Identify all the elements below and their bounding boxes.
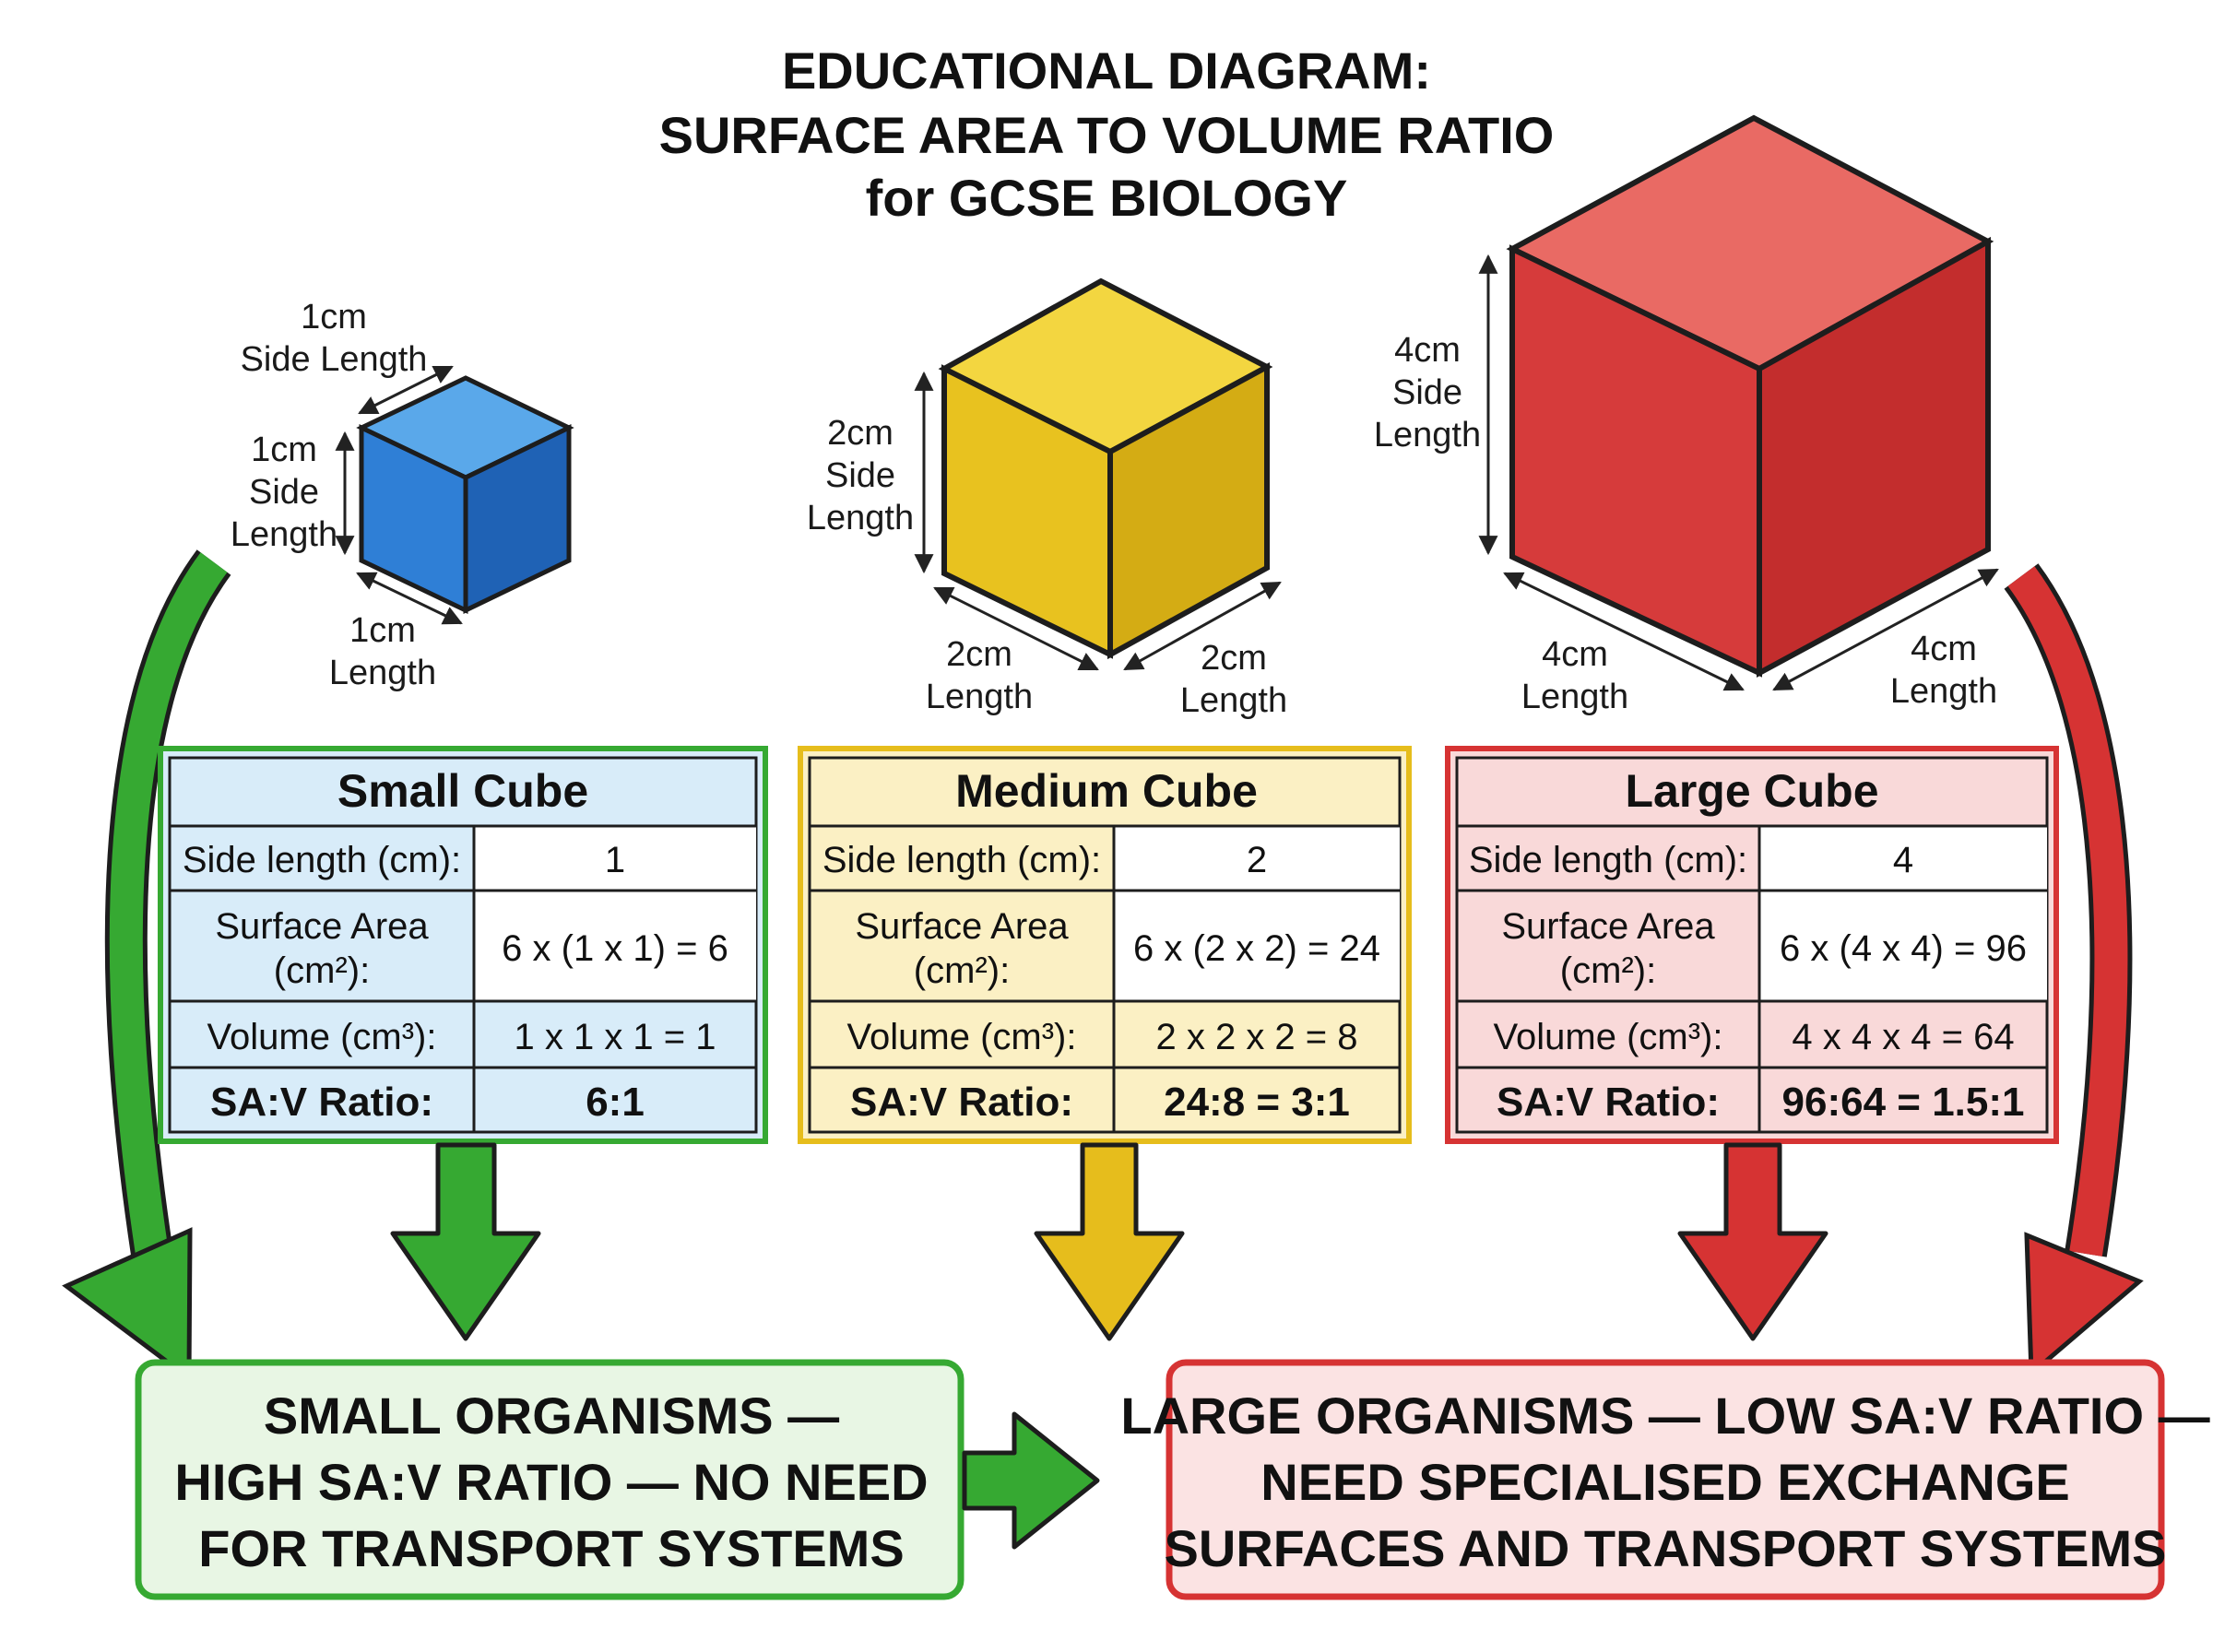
medium-cube-table: Medium Cube Side length (cm): 2 Surface … bbox=[798, 746, 1412, 1144]
small-outcome-line-3: FOR TRANSPORT SYSTEMS bbox=[198, 1519, 904, 1577]
medium-down-arrow bbox=[1034, 1142, 1185, 1341]
medium-bottom-left-dim-2: Length bbox=[926, 678, 1033, 716]
medium-left-dim-1: 2cm bbox=[827, 414, 893, 453]
large-left-dim-2: Side bbox=[1392, 373, 1462, 412]
large-cube-right bbox=[1757, 236, 1991, 678]
large-cube-table: Large Cube Side length (cm): 4 Surface A… bbox=[1445, 746, 2059, 1144]
small-side-label: Side length (cm): bbox=[183, 840, 461, 880]
medium-vol-value: 2 x 2 x 2 = 8 bbox=[1155, 1017, 1357, 1057]
large-left-dim-3: Length bbox=[1374, 416, 1481, 454]
small-cube-dimensions: 1cm Side Length 1cm Side Length 1cm Leng… bbox=[231, 298, 463, 692]
medium-bottom-right-dim-1: 2cm bbox=[1201, 639, 1267, 678]
right-curved-arrow bbox=[2004, 563, 2144, 1379]
small-bottom-dim-1: 1cm bbox=[349, 611, 416, 650]
small-ratio-value: 6:1 bbox=[586, 1080, 645, 1125]
small-cube-right bbox=[463, 424, 572, 614]
small-vol-label: Volume (cm³): bbox=[207, 1017, 437, 1057]
medium-left-dim-3: Length bbox=[807, 499, 914, 537]
large-bottom-right-dim-2: Length bbox=[1890, 672, 1997, 711]
large-table-heading: Large Cube bbox=[1625, 765, 1878, 817]
medium-bottom-right-dim-2: Length bbox=[1180, 681, 1287, 720]
medium-bottom-left-dim-1: 2cm bbox=[946, 635, 1012, 674]
medium-sa-value: 6 x (2 x 2) = 24 bbox=[1133, 928, 1380, 969]
small-side-value: 1 bbox=[605, 840, 625, 880]
large-sa-value: 6 x (4 x 4) = 96 bbox=[1780, 928, 2027, 969]
title-line-1: EDUCATIONAL DIAGRAM: bbox=[782, 41, 1431, 100]
large-outcome-line-1: LARGE ORGANISMS — LOW SA:V RATIO — bbox=[1120, 1386, 2209, 1445]
large-vol-label: Volume (cm³): bbox=[1494, 1017, 1723, 1057]
medium-vol-label: Volume (cm³): bbox=[847, 1017, 1077, 1057]
small-top-dim-1: 1cm bbox=[301, 298, 367, 336]
small-sa-label-2: (cm²): bbox=[274, 950, 370, 991]
small-left-dim-1: 1cm bbox=[251, 431, 317, 469]
small-vol-value: 1 x 1 x 1 = 1 bbox=[514, 1017, 716, 1057]
large-side-label: Side length (cm): bbox=[1469, 840, 1747, 880]
small-cube bbox=[356, 375, 574, 614]
medium-side-value: 2 bbox=[1247, 840, 1267, 880]
title-line-3: for GCSE BIOLOGY bbox=[866, 169, 1348, 227]
large-ratio-value: 96:64 = 1.5:1 bbox=[1782, 1080, 2025, 1125]
small-table-heading: Small Cube bbox=[337, 765, 588, 817]
medium-left-dim-2: Side bbox=[825, 456, 895, 495]
small-organisms-box: SMALL ORGANISMS — HIGH SA:V RATIO — NO N… bbox=[135, 1359, 964, 1600]
left-curved-arrow bbox=[62, 549, 231, 1383]
small-ratio-label: SA:V Ratio: bbox=[210, 1080, 433, 1125]
small-outcome-line-1: SMALL ORGANISMS — bbox=[264, 1386, 839, 1445]
medium-sa-label-2: (cm²): bbox=[914, 950, 1010, 991]
medium-ratio-label: SA:V Ratio: bbox=[850, 1080, 1073, 1125]
medium-sa-label-1: Surface Area bbox=[855, 906, 1069, 947]
small-sa-label-1: Surface Area bbox=[215, 906, 429, 947]
large-bottom-right-dim-1: 4cm bbox=[1911, 630, 1977, 668]
medium-cube-dimensions: 2cm Side Length 2cm Length 2cm Length bbox=[807, 371, 1287, 720]
large-side-value: 4 bbox=[1893, 840, 1913, 880]
large-bottom-left-dim-1: 4cm bbox=[1542, 635, 1608, 674]
small-left-dim-2: Side bbox=[249, 473, 319, 512]
large-cube bbox=[1506, 114, 1994, 678]
small-bottom-dim-2: Length bbox=[329, 654, 436, 692]
small-sa-value: 6 x (1 x 1) = 6 bbox=[502, 928, 728, 969]
large-sa-label-2: (cm²): bbox=[1560, 950, 1656, 991]
medium-side-label: Side length (cm): bbox=[822, 840, 1101, 880]
diagram-title: EDUCATIONAL DIAGRAM: SURFACE AREA TO VOL… bbox=[659, 41, 1555, 227]
small-cube-table: Small Cube Side length (cm): 1 Surface A… bbox=[158, 746, 768, 1144]
large-down-arrow bbox=[1677, 1142, 1828, 1341]
large-outcome-line-3: SURFACES AND TRANSPORT SYSTEMS bbox=[1165, 1519, 2167, 1577]
medium-table-heading: Medium Cube bbox=[955, 765, 1258, 817]
large-ratio-label: SA:V Ratio: bbox=[1497, 1080, 1720, 1125]
large-vol-value: 4 x 4 x 4 = 64 bbox=[1792, 1017, 2014, 1057]
medium-cube bbox=[938, 277, 1273, 660]
medium-ratio-value: 24:8 = 3:1 bbox=[1164, 1080, 1350, 1125]
small-outcome-line-2: HIGH SA:V RATIO — NO NEED bbox=[174, 1453, 928, 1511]
small-left-dim-3: Length bbox=[231, 515, 337, 554]
large-bottom-left-dim-2: Length bbox=[1521, 678, 1628, 716]
small-down-arrow bbox=[390, 1142, 541, 1341]
connector-right-arrow bbox=[962, 1411, 1100, 1550]
large-sa-label-1: Surface Area bbox=[1501, 906, 1715, 947]
large-cube-dimensions: 4cm Side Length 4cm Length 4cm Length bbox=[1374, 254, 1999, 716]
title-line-2: SURFACE AREA TO VOLUME RATIO bbox=[659, 106, 1555, 164]
small-top-dim-2: Side Length bbox=[241, 340, 428, 379]
large-organisms-box: LARGE ORGANISMS — LOW SA:V RATIO — NEED … bbox=[1120, 1359, 2210, 1600]
large-left-dim-1: 4cm bbox=[1394, 331, 1461, 370]
large-outcome-line-2: NEED SPECIALISED EXCHANGE bbox=[1260, 1453, 2070, 1511]
